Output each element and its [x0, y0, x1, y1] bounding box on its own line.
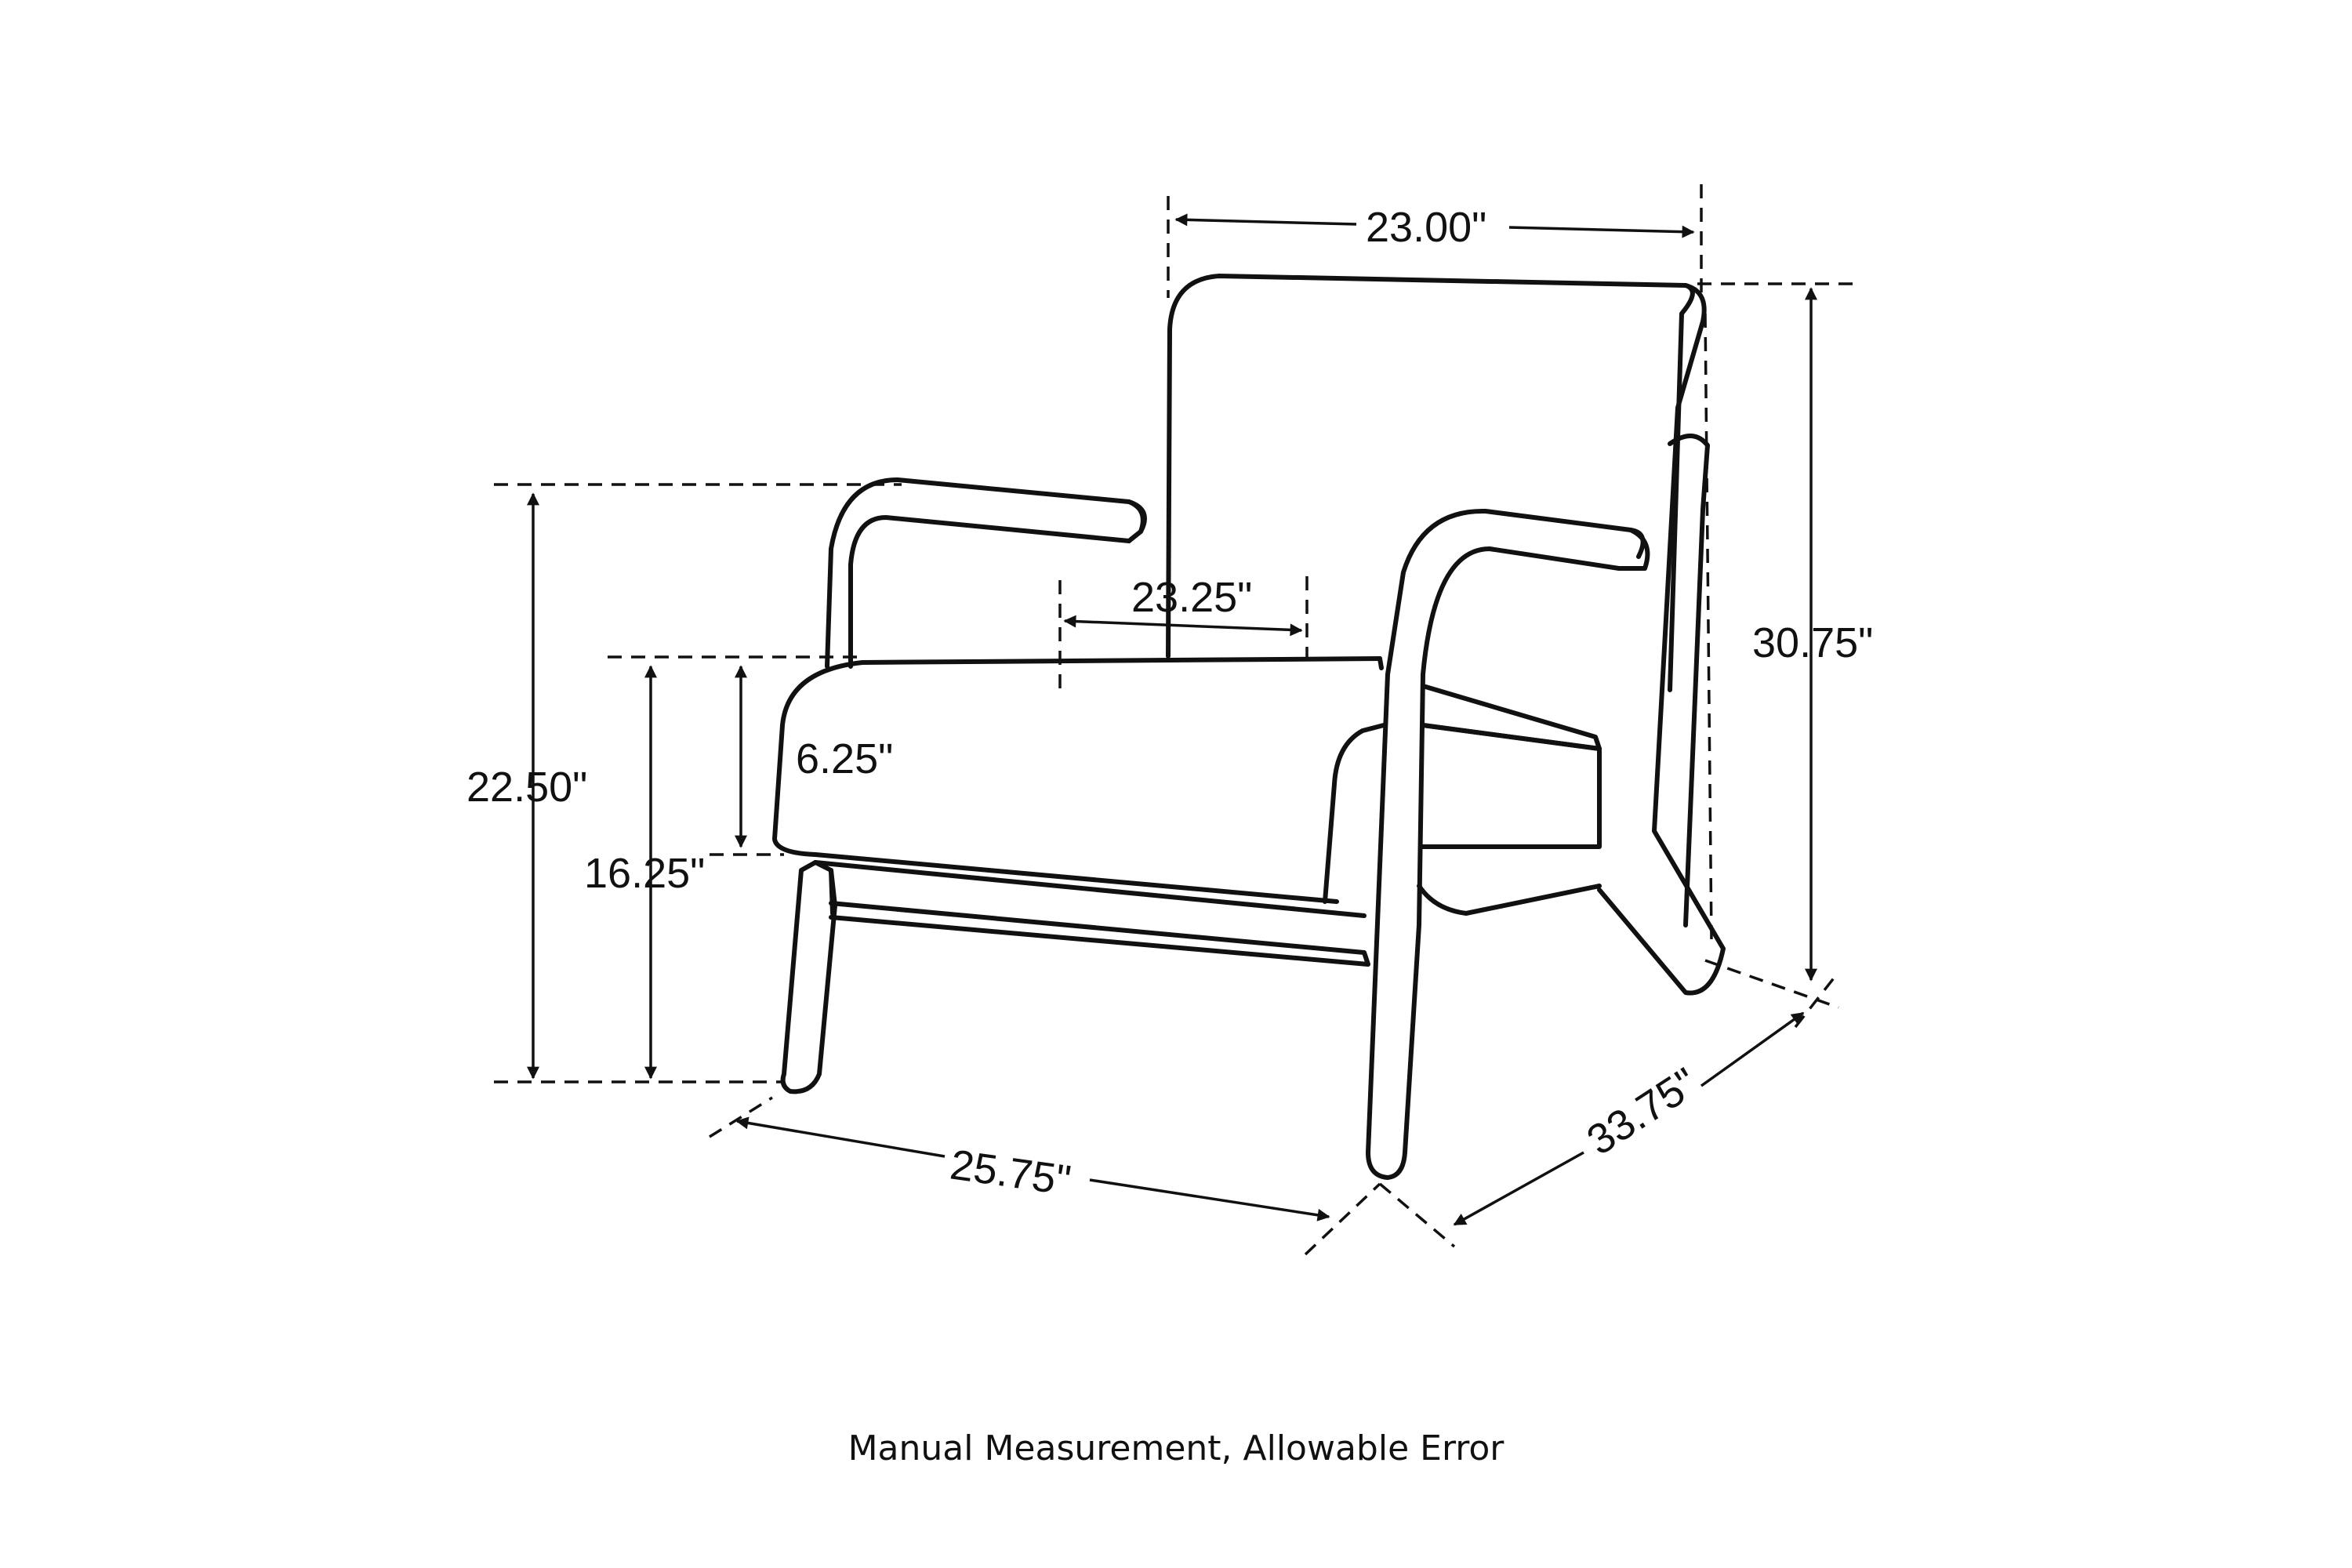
label-arm-height: 22.50" [466, 764, 587, 811]
seat-cushion [772, 656, 1382, 904]
seat-cushion-side [1323, 723, 1386, 904]
dim-arrow-back-width-left [1174, 213, 1357, 227]
dim-arrow-width-right [1089, 1178, 1330, 1221]
extension-line [1704, 313, 1713, 942]
side-panel [1421, 723, 1602, 849]
dim-arrow-back-width-right [1508, 225, 1695, 238]
dimension-lines [494, 184, 1854, 1256]
dim-arrow-depth-left [1453, 1151, 1584, 1226]
lower-side-rail [1417, 884, 1602, 916]
left-armrest [825, 477, 1147, 669]
backrest [1166, 274, 1695, 692]
chair-drawing [772, 274, 1726, 1180]
dimension-labels: 23.00" 30.75" 22.50" 16.25" 6.25" 23.25"… [466, 204, 1873, 1204]
back-frame-post [1597, 283, 1726, 996]
extension-line [1378, 1182, 1456, 1248]
label-seat-height: 16.25" [584, 850, 705, 897]
label-back-width: 23.00" [1366, 204, 1486, 251]
rear-arm-support [1668, 434, 1710, 927]
front-right-arm [1366, 508, 1646, 1180]
left-armrest-end [1127, 499, 1145, 543]
label-seat-width: 23.25" [1131, 574, 1252, 621]
label-seat-thickness: 6.25" [796, 735, 893, 782]
front-right-arm-end [1617, 528, 1650, 571]
caption: Manual Measurement, Allowable Error [848, 1428, 1505, 1468]
extension-line [1794, 971, 1840, 1029]
extension-line [1704, 959, 1839, 1009]
dim-arrow-depth-right [1700, 1011, 1805, 1087]
front-left-leg [780, 860, 837, 1094]
dim-arrow-seat-width [1063, 615, 1303, 637]
dim-arrow-width-left [735, 1116, 946, 1158]
label-total-height: 30.75" [1752, 619, 1873, 666]
front-seat-rail [813, 860, 1370, 967]
left-armrest-inner [848, 515, 1131, 669]
label-width: 25.75" [947, 1141, 1073, 1204]
seat-cushion-top-right [1377, 656, 1384, 670]
extension-line [1304, 1182, 1381, 1256]
extension-line [709, 1096, 773, 1138]
label-depth: 33.75" [1579, 1059, 1706, 1164]
front-left-leg-inner [829, 868, 835, 916]
